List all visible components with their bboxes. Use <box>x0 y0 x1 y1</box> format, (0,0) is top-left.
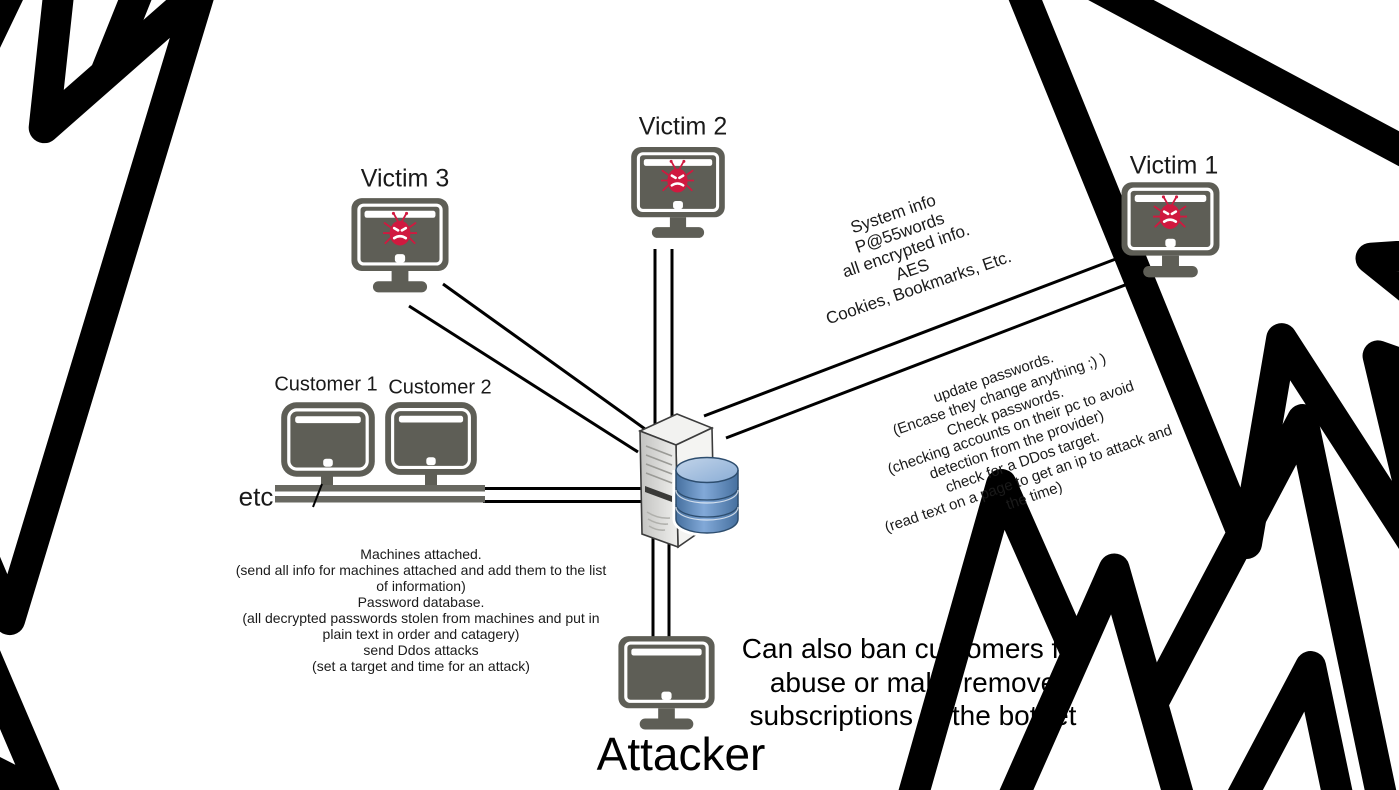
database-icon <box>672 456 742 537</box>
bus-bar-bottom <box>275 496 485 503</box>
note-line: Machines attached. <box>360 546 482 562</box>
note-line: abuse or make/remove <box>769 666 1057 698</box>
victim3-label: Victim 3 <box>360 164 450 193</box>
attacker-computer-icon <box>616 636 717 732</box>
customer2-label: Customer 2 <box>388 376 492 399</box>
attacker-label: Attacker <box>596 728 766 780</box>
link-victim1-server-2 <box>725 270 1160 440</box>
note-line: (all decrypted passwords stolen from mac… <box>242 610 600 626</box>
note-line: Can also ban customers for <box>741 633 1085 664</box>
connection-lines <box>408 249 1160 646</box>
attacker-rights-note: Can also ban customers for abuse or make… <box>742 632 1084 733</box>
victim2-label: Victim 2 <box>638 112 728 141</box>
note-line: send Ddos attacks <box>363 642 479 658</box>
customer1-label: Customer 1 <box>274 373 378 396</box>
bus-tick-mark <box>312 483 323 508</box>
note-line: of information) <box>376 578 466 594</box>
note-line: subscriptions to the botnet <box>749 700 1077 731</box>
customer1-computer-icon <box>280 401 376 478</box>
link-victim1-server <box>703 255 1122 418</box>
link-victim3-server-2 <box>408 304 639 454</box>
etc-label: etc <box>238 481 274 512</box>
note-line: plain text in order and catagery) <box>322 626 520 642</box>
customer-services-note: Machines attached. (send all info for ma… <box>236 546 606 674</box>
arrow-down-icon <box>0 0 233 631</box>
note-line: (send all info for machines attached and… <box>235 562 607 578</box>
note-line: (set a target and time for an attack) <box>312 658 530 674</box>
note-line: Password database. <box>357 594 485 610</box>
customer2-computer-icon <box>384 400 478 477</box>
customer-bus <box>275 473 485 508</box>
link-victim3-server <box>442 282 653 436</box>
bus-bar-top <box>275 485 485 492</box>
victim1-label: Victim 1 <box>1129 151 1219 180</box>
customer1-stand <box>321 474 333 488</box>
customer2-stand <box>425 473 437 488</box>
